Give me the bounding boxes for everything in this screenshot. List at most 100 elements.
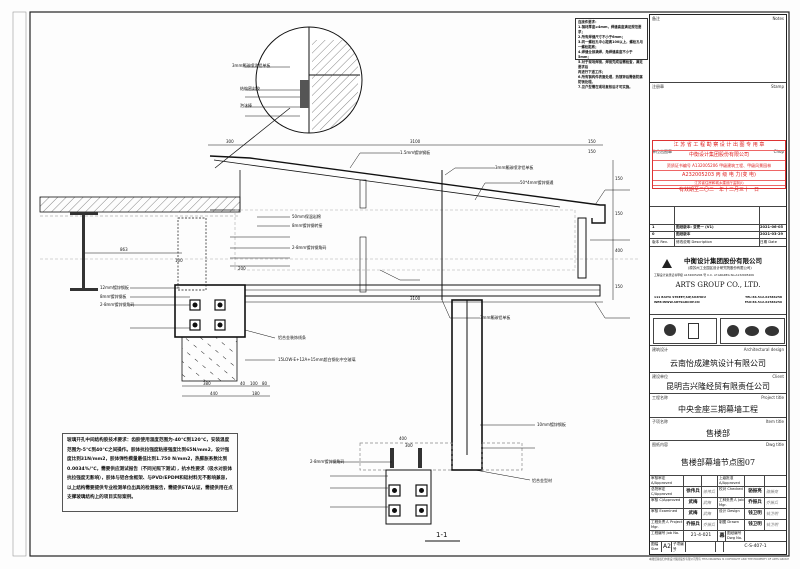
dimension: 300 (405, 443, 413, 448)
client-value: 昆明吉兴隆经贸有限责任公司 (666, 382, 770, 391)
notes-area: 备注 Notes (650, 15, 786, 83)
company-name-cn: 中衡设计集团股份有限公司 (684, 257, 762, 265)
label: Notes (772, 16, 784, 21)
company-address: 111 BAITA STREET,SIP,SUZHOU (654, 295, 706, 299)
dimension: 100 (250, 381, 258, 386)
section-label: 1-1 (436, 531, 447, 539)
label: Chop (773, 149, 784, 154)
binding-margin (12, 11, 27, 557)
dimension: 150 (615, 211, 623, 216)
note-line: 2.所有焊缝尺寸不小于6mm； (578, 35, 625, 39)
dimension: 150 (615, 176, 623, 181)
label: 注册章 (652, 84, 664, 89)
company-block: 中衡设计集团股份有限公司 (原苏州工业园区设计研究院股份有限公司) 工程设计资质… (650, 247, 786, 315)
floor-slab (39, 196, 640, 260)
dimension: 150 (588, 149, 596, 154)
dimension: 200 (238, 266, 246, 271)
stamp-line: 江苏省住房和城乡建设厅监制(Ⅰ) (653, 181, 785, 186)
stamp-line: 中衡设计集团股份有限公司 (653, 151, 785, 161)
dimension: 400 (615, 248, 623, 253)
dimension: 300 (226, 139, 234, 144)
notes-title: 连接件要求： (578, 20, 599, 24)
stamp-line: 江 苏 省 工 程 勘 察 设 计 出 图 专 用 章 (653, 141, 785, 151)
official-stamp: 江 苏 省 工 程 勘 察 设 计 出 图 专 用 章 中衡设计集团股份有限公司… (652, 140, 786, 193)
item-value: 售楼部 (706, 429, 730, 438)
dimension: 150 (615, 284, 623, 289)
label: Stamp (771, 84, 784, 89)
cert-logo-box (720, 318, 785, 344)
company-cert: 工程设计资质证书甲级 A132005206 号 C.C. of GRADEA N… (654, 273, 754, 277)
stamp-area: 注册章 Stamp 单位出图章 Chop 江 苏 省 工 程 勘 察 设 计 出… (650, 83, 786, 207)
callout: 3mm氟碳喷涂铝单板 (495, 164, 533, 170)
cert-logo-icon (727, 325, 739, 337)
glass-adhesive-notes: 玻璃开孔中间结构胶技术要求：齿胶使用温度范围为-40℃到120℃，安装温度范围为… (62, 433, 238, 512)
callout: 8mm镀锌钢板 (100, 293, 126, 299)
title-block: 备注 Notes 注册章 Stamp 单位出图章 Chop 江 苏 省 工 程 … (649, 14, 787, 555)
callout: 50mm保温岩棉 (292, 213, 321, 219)
callout: 2-8mm镀锌钢角码 (100, 301, 134, 307)
steel-i-beam: 863 (70, 212, 182, 291)
dimension: 863 (120, 247, 128, 252)
company-sub: (原苏州工业园区设计研究院股份有限公司) (688, 266, 752, 270)
dimension: 40 (240, 381, 246, 386)
callout: 10mm镀锌钢板 (537, 421, 566, 427)
dimension: 3100 (410, 139, 421, 144)
job-row: 工程编号 Job No.21-4-021幕墙图纸编号 Dwg No. (650, 531, 786, 542)
company-tel: TEL:86-512-62586258 (745, 295, 782, 299)
company-web: WEB:WWW.ARTSGROUP.CN (654, 300, 700, 304)
note-line: 4.焊缝全部满焊，角焊缝高度不小于5mm； (578, 50, 633, 59)
section-1-1: 400 300 2-8mm镀锌钢角码 10mm镀锌钢板 铝合金型材 1-1 (310, 299, 566, 542)
label: 备注 (652, 16, 660, 21)
cert-logo-icon (745, 326, 759, 336)
dimension: 440 (210, 391, 218, 396)
support-detail: 380 40 100 80 440 180 12mm镀锌钢板 8mm镀锌钢板 2… (100, 217, 356, 397)
copyright-footer: 本图纸版权归中衡设计集团股份有限公司所有 THIS DRAWING IS COP… (649, 558, 789, 561)
company-logo-icon (662, 259, 672, 268)
stamp-line: A232005203 丙 级 电 力(变 电) (653, 171, 785, 181)
callout: 铝合金装饰线条 (278, 334, 306, 340)
dimension: 400 (399, 436, 407, 441)
note-line: 6.所有钢构件表面处理，热镀锌后需做防腐防锈处理。 (578, 75, 643, 84)
stamp-line: 有效期至二〇二一年十二月三十一日 (678, 187, 759, 193)
note-line: 3.同一螺栓孔中心距离100以上，螺栓孔与一螺栓距离； (578, 40, 643, 49)
dimension: 380 (203, 381, 211, 386)
note-line: 7.见户型需在现场复核后才可实施。 (578, 85, 633, 89)
label: 单位出图章 (652, 149, 672, 154)
callout: 3mm氟碳铝单板 (480, 314, 510, 320)
stamp-line: 资质证书编号 A132005206 甲级建筑工程、甲级风景园林 (653, 161, 785, 171)
drawing-title-value: 售楼部幕墙节点图07 (680, 458, 756, 467)
project-value: 中央金座三期幕墙工程 (678, 405, 758, 414)
detail-circle-top: 3mm氟碳喷涂铝单板 结构密封胶 泡沫棒 (214, 26, 363, 169)
company-name-en: ARTS GROUP CO., LTD. (675, 281, 761, 289)
dimension: 3100 (410, 296, 421, 301)
callout: 1.5mm镀锌钢板 (400, 149, 430, 155)
callout: 3mm氟碳喷涂铝单板 (232, 62, 270, 68)
callout: 2-8mm镀锌钢角码 (310, 458, 344, 464)
connection-notes: 连接件要求： 1.钢材厚度≥4mm，焊缝高度满足规范要求； 2.所有焊缝尺寸不小… (575, 18, 648, 89)
callout: 结构密封胶 (240, 85, 260, 91)
dimension: 150 (588, 139, 596, 144)
cert-logo-icon (664, 324, 676, 336)
dimension: 180 (252, 391, 260, 396)
canopy-section: 300 3100 150 150 3100 150 150 400 150 1.… (208, 139, 630, 320)
callout: 2-8mm镀锌钢角码 (292, 244, 326, 250)
note-line: 再进行下道工序； (578, 70, 606, 74)
dimension: 100 (175, 258, 183, 263)
dimension: 80 (262, 381, 268, 386)
note-line: 5.对于现场焊接，焊接完成后需检查，满足要求后 (578, 60, 643, 69)
